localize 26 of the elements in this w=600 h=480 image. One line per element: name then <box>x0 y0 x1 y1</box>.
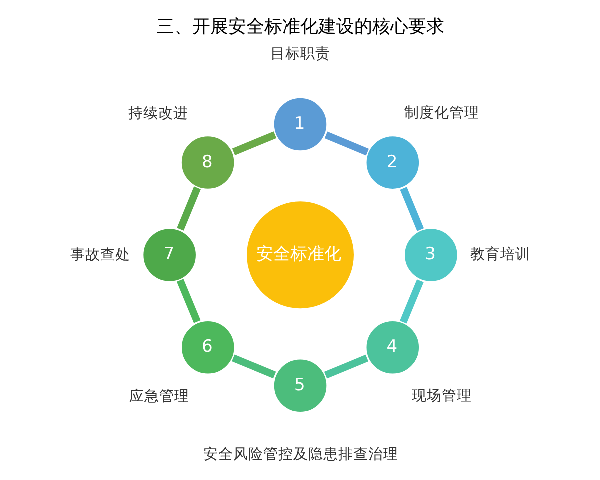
node-circle: 2 <box>364 134 421 192</box>
connector <box>324 354 368 379</box>
node-circle: 6 <box>179 319 236 376</box>
node-circle: 1 <box>271 96 329 154</box>
connector <box>232 354 276 379</box>
connector <box>324 132 369 156</box>
node-label: 应急管理 <box>128 388 189 405</box>
node-label: 目标职责 <box>270 46 330 63</box>
node-circle: 7 <box>140 226 198 284</box>
connector <box>232 132 276 156</box>
node-label: 现场管理 <box>412 387 472 404</box>
node-circle: 4 <box>364 319 421 376</box>
node-label: 制度化管理 <box>404 104 480 122</box>
node-label: 持续改进 <box>128 104 188 122</box>
node-label: 教育培训 <box>470 246 530 263</box>
connector <box>400 280 424 324</box>
node-circle: 安全标准化 <box>244 199 356 312</box>
connector <box>400 187 424 232</box>
node-circle: 8 <box>179 134 236 192</box>
node-circle: 3 <box>402 226 460 284</box>
connector <box>176 279 200 324</box>
diagram-title: 三、开展安全标准化建设的核心要求 <box>156 16 444 38</box>
node-circle: 5 <box>271 357 329 414</box>
node-label: 事故查处 <box>70 246 130 264</box>
connector <box>176 186 200 231</box>
node-label: 安全风险管控及隐患排查治理 <box>202 446 398 464</box>
